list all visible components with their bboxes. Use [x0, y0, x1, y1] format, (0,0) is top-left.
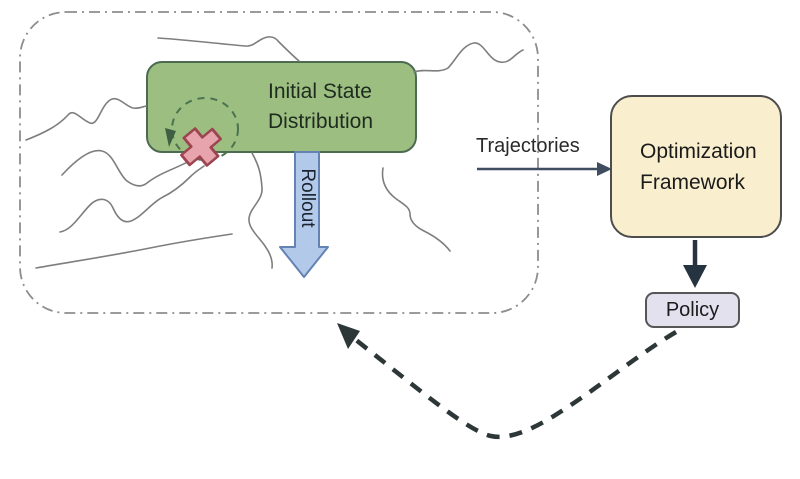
- feedback-arrowhead-icon: [337, 323, 360, 349]
- initial-state-label-line1: Initial State: [268, 80, 372, 103]
- trajectories-label: Trajectories: [476, 135, 580, 157]
- trajectory-squiggle-bottom: [35, 233, 233, 269]
- optimization-to-policy-arrowhead-icon: [683, 265, 707, 288]
- rollout-label: Rollout: [297, 168, 318, 228]
- trajectory-squiggle-below-box: [248, 152, 273, 269]
- initial-state-distribution-box: Initial State Distribution: [146, 61, 417, 153]
- trajectory-squiggle-right: [381, 167, 451, 252]
- trajectory-squiggle-left: [25, 98, 147, 141]
- initial-state-label-line2: Distribution: [268, 110, 374, 133]
- trajectory-squiggle-top: [157, 36, 300, 62]
- trajectory-squiggle-into-x: [61, 149, 192, 187]
- optimization-framework-box: Optimization Framework: [610, 95, 782, 238]
- policy-label: Policy: [665, 298, 720, 321]
- optimization-label-line1: Optimization: [640, 139, 757, 163]
- environment-boundary: [19, 11, 539, 314]
- policy-feedback-dashed-arrow: [354, 330, 678, 440]
- trajectory-squiggle-lower-left: [59, 165, 205, 233]
- policy-box: Policy: [645, 292, 740, 328]
- optimization-label-line2: Framework: [640, 170, 746, 194]
- trajectory-squiggle-top-right: [413, 42, 524, 73]
